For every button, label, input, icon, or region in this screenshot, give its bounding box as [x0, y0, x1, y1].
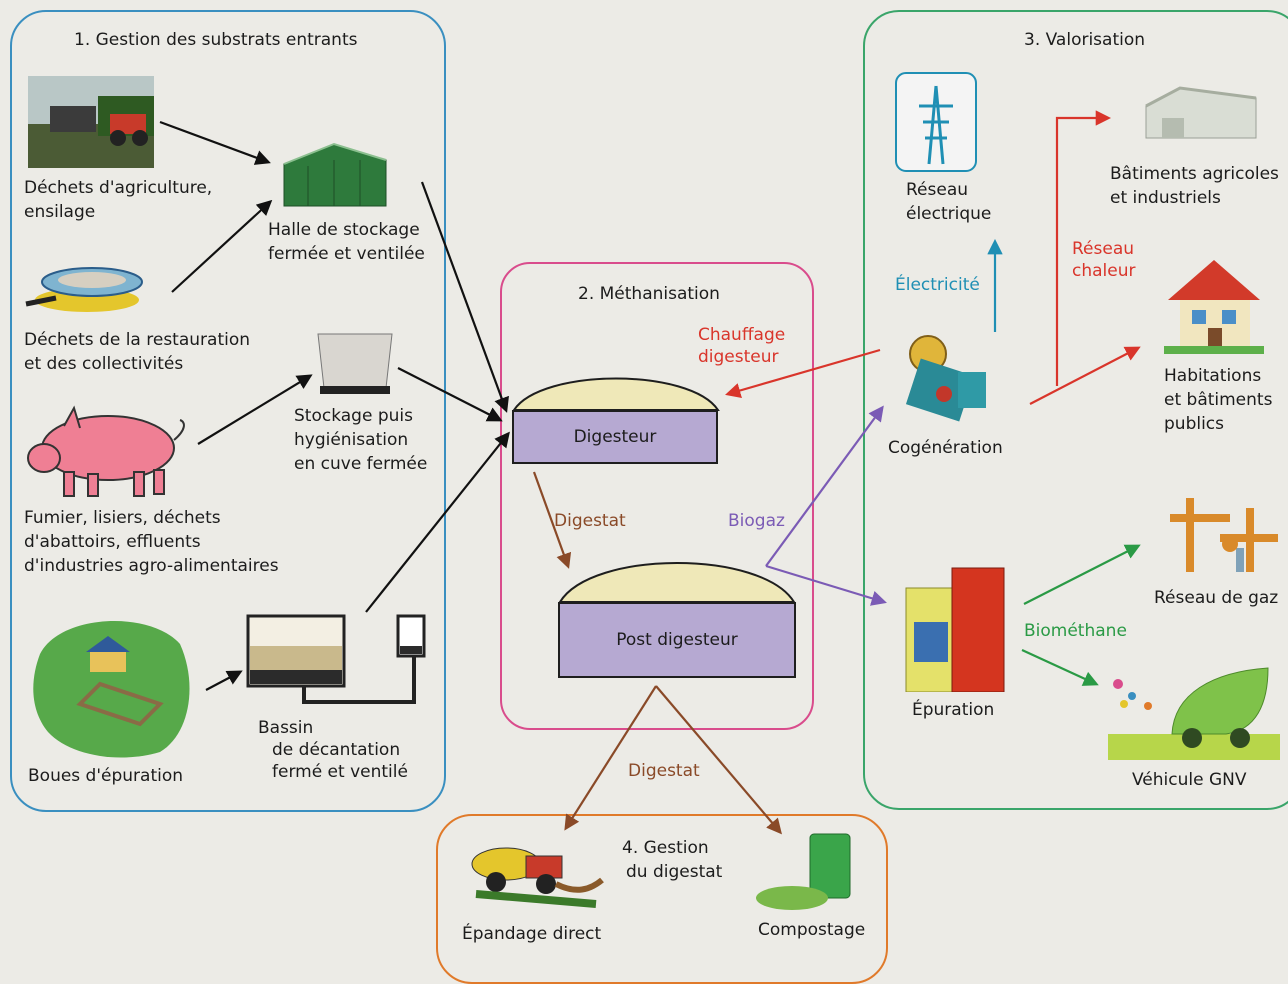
label-halle-line1: Halle de stockage: [268, 220, 420, 240]
label-bassin-line3: fermé et ventilé: [272, 762, 408, 782]
purification-unit-image: [905, 567, 1005, 692]
section-4-title-line1: 4. Gestion: [622, 838, 709, 858]
post-digesteur-dome: [558, 562, 796, 603]
label-fumier-line1: Fumier, lisiers, déchets: [24, 508, 221, 528]
label-resto-line2: et des collectivités: [24, 354, 184, 374]
label-bassin-line1: Bassin: [258, 718, 314, 738]
label-chauffage-line1: Chauffage: [698, 325, 786, 345]
settling-basin-image: [246, 614, 426, 704]
label-epuration: Épuration: [912, 700, 995, 720]
label-stockage-line2: hygiénisation: [294, 430, 409, 450]
label-reseau-elec-line2: électrique: [906, 204, 992, 224]
label-batiments-line2: et industriels: [1110, 188, 1221, 208]
arrow-reseau-chaleur-batiments: [1055, 110, 1112, 386]
flow-arrows: [159, 110, 1141, 835]
compost-bin-image: [756, 833, 851, 910]
section-4-title-line2: du digestat: [626, 862, 723, 882]
label-digestat-internal: Digestat: [554, 511, 626, 531]
label-reseau-chaleur-line2: chaleur: [1072, 261, 1136, 281]
arrow-digestat-compostage: [655, 685, 782, 835]
label-stockage-line3: en cuve fermée: [294, 454, 428, 474]
arrow-biomethane-gaz: [1023, 544, 1141, 605]
storage-hall-image: [283, 142, 387, 207]
label-bassin-line2: de décantation: [272, 740, 401, 760]
section-1-title: 1. Gestion des substrats entrants: [74, 30, 358, 50]
arrow-fumier-to-stockage: [197, 374, 313, 445]
ngv-vehicle-image: [1108, 667, 1280, 760]
hygienisation-tank-image: [317, 333, 393, 394]
label-habitations-line3: publics: [1164, 414, 1225, 434]
label-cogeneration: Cogénération: [888, 438, 1003, 458]
digesteur-tank: Digesteur: [512, 410, 718, 464]
arrow-reseau-chaleur-habitations: [1029, 346, 1141, 405]
arrow-bassin-to-digesteur: [365, 431, 510, 613]
gas-network-image: [1170, 498, 1278, 572]
arrow-agri-to-halle: [159, 120, 271, 165]
label-vehicule-gnv: Véhicule GNV: [1132, 770, 1247, 790]
arrow-biogaz-epuration: [765, 564, 887, 606]
arrow-digestat-epandage: [564, 685, 657, 831]
arrow-chauffage: [725, 348, 881, 398]
sewage-plant-image: [33, 621, 190, 758]
label-fumier-line2: d'abattoirs, effluents: [24, 532, 201, 552]
section-2-frame: [500, 262, 814, 730]
agricultural-building-image: [1145, 86, 1257, 139]
tractor-field-image: [28, 76, 154, 168]
section-3-frame: [863, 10, 1288, 810]
arrow-biogaz-cogen: [765, 405, 884, 567]
label-reseau-elec-line1: Réseau: [906, 180, 969, 200]
label-biomethane: Biométhane: [1024, 621, 1127, 641]
cogeneration-image: [905, 335, 986, 422]
arrow-digestat-internal: [532, 471, 572, 569]
arrow-halle-to-digesteur: [420, 181, 509, 413]
label-electricite: Électricité: [895, 275, 980, 295]
food-waste-image: [25, 267, 143, 312]
label-fumier-line3: d'industries agro-alimentaires: [24, 556, 279, 576]
label-batiments-line1: Bâtiments agricoles: [1110, 164, 1279, 184]
label-habitations-line1: Habitations: [1164, 366, 1262, 386]
label-reseau-gaz: Réseau de gaz: [1154, 588, 1279, 608]
label-boues: Boues d'épuration: [28, 766, 184, 786]
label-biogaz: Biogaz: [728, 511, 785, 531]
label-reseau-chaleur-line1: Réseau: [1072, 239, 1135, 259]
label-habitations-line2: et bâtiments: [1164, 390, 1273, 410]
arrow-biomethane-vehicule: [1021, 649, 1099, 686]
methanisation-diagram: 1. Gestion des substrats entrants Déchet…: [10, 10, 1288, 984]
label-halle-line2: fermée et ventilée: [268, 244, 425, 264]
label-agri-line2: ensilage: [24, 202, 96, 222]
label-digestat-out: Digestat: [628, 761, 700, 781]
pig-image: [27, 405, 185, 497]
spreader-image: [471, 847, 604, 908]
section-1-frame: [10, 10, 446, 812]
label-agri-line1: Déchets d'agriculture,: [24, 178, 213, 198]
arrow-resto-to-halle: [171, 199, 273, 293]
post-digesteur-tank: Post digesteur: [558, 602, 796, 678]
label-compostage: Compostage: [758, 920, 866, 940]
label-stockage-line1: Stockage puis: [294, 406, 413, 426]
power-pylon-icon: [895, 72, 977, 172]
digesteur-dome: [512, 377, 720, 411]
label-epandage: Épandage direct: [462, 924, 602, 944]
label-resto-line1: Déchets de la restauration: [24, 330, 251, 350]
arrow-stockage-to-digesteur: [397, 367, 503, 422]
label-chauffage-line2: digesteur: [698, 347, 779, 367]
section-2-title: 2. Méthanisation: [578, 284, 720, 304]
house-image: [1164, 260, 1264, 354]
arrow-boues-to-bassin: [205, 670, 243, 691]
section-3-title: 3. Valorisation: [1024, 30, 1146, 50]
